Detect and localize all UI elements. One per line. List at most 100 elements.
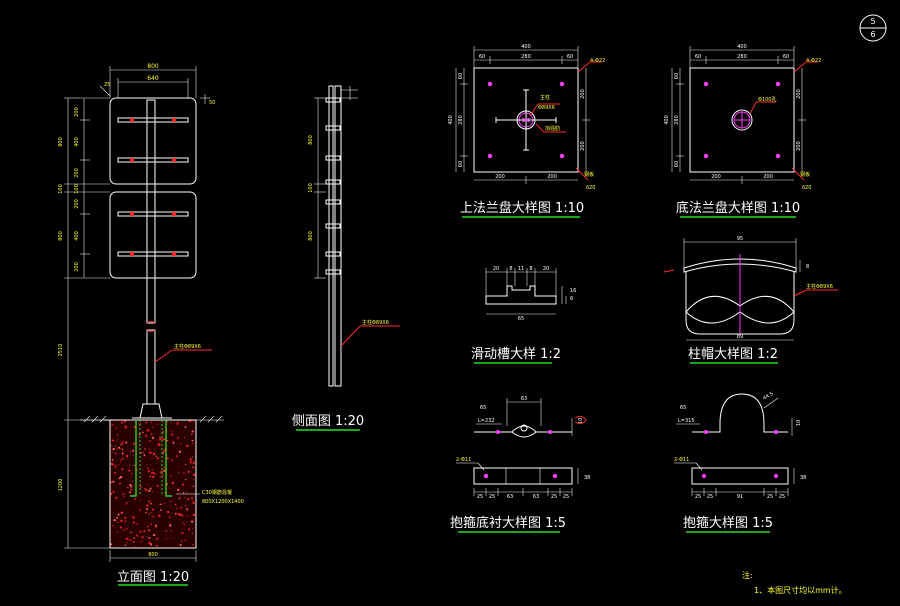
notes-heading: 注: (742, 570, 753, 580)
bf-dim-top-280: 280 (737, 54, 747, 60)
tf-dim-top-60b: 60 (567, 54, 573, 60)
hoop-plate-detail-view: 65 L=232 63 10 2-Φ11 38 25 25 63 (450, 396, 590, 533)
bf-dim-top-60a: 60 (695, 54, 701, 60)
dim-left-200-d: 200 (74, 262, 80, 272)
dim-left-100: 100 (74, 184, 80, 194)
bf-dim-top-60b: 60 (783, 54, 789, 60)
hp-dim-65: 65 (480, 405, 486, 411)
hoop-dim-right2: 10 (796, 420, 802, 426)
elevation-view: 800 640 25 50 (58, 63, 244, 586)
bf-dim-400-left: 400 (664, 115, 670, 125)
tf-dim-400-left: 400 (448, 115, 454, 125)
sheet-number-top: 5 (870, 17, 875, 26)
hp-holes: 2-Φ11 (456, 457, 471, 463)
bf-dim-right-200b: 200 (796, 141, 802, 151)
hoop-dim-65: 65 (680, 405, 686, 411)
side-pipe-label: 主柱Φ89X6 (362, 319, 389, 326)
bf-hole-label: 4-Φ22 (806, 58, 821, 64)
hoop-dim-b3: 91 (737, 494, 743, 500)
tf-dim-400: 400 (521, 44, 531, 50)
tf-dim-bottom-200b: 200 (547, 174, 557, 180)
concrete-speckle (110, 420, 196, 548)
dim-25: 25 (104, 82, 110, 88)
bottom-flange-view: 400 60 280 60 400 60 280 60 200 200 200 … (664, 44, 821, 218)
hp-dim-b2: 25 (489, 494, 495, 500)
slot-dim-11: 11 (518, 266, 524, 272)
cap-top (683, 258, 797, 273)
hoop-dim-b5: 25 (779, 494, 785, 500)
sheet-number: 5 6 (859, 14, 887, 42)
hp-dim-b4: 63 (533, 494, 539, 500)
slot-dim-16: 16 (570, 288, 576, 294)
bf-dim-400: 400 (737, 44, 747, 50)
title-hoop-plate: 抱箍底衬大样图 1:5 (450, 515, 566, 531)
bf-dim-bottom-200a: 200 (711, 174, 721, 180)
dim-outer-800-b: 800 (58, 231, 64, 241)
title-cap: 柱帽大样图 1:2 (688, 346, 778, 362)
hp-dim-b6: 25 (563, 494, 569, 500)
tf-dim-top-280: 280 (521, 54, 531, 60)
cap-detail-view: 95 8 主柱Φ89X6 89 柱帽大样图 1:2 (663, 236, 838, 364)
hp-dim-b1: 25 (477, 494, 483, 500)
hp-dim-right: 38 (584, 475, 590, 481)
bf-dim-left-60a: 60 (674, 73, 680, 79)
tf-plate-label: 钢板 (584, 171, 594, 178)
foundation-label-2: 800X1200X1400 (202, 499, 244, 505)
slot-dim-20a: 20 (493, 266, 499, 272)
tf-dim-top-60a: 60 (479, 54, 485, 60)
dim-left-400-b: 400 (74, 231, 80, 241)
bf-dim-bottom-200b: 200 (763, 174, 773, 180)
title-hoop: 抱箍大样图 1:5 (683, 515, 773, 531)
hoop-r-label: 44.5 (762, 391, 775, 402)
title-top-flange: 上法兰盘大样图 1:10 (460, 200, 584, 216)
tf-dim-bottom-200a: 200 (495, 174, 505, 180)
side-view: 800 100 800 主柱Φ89X6 侧面图 1:20 (292, 85, 400, 431)
hp-length: L=232 (478, 418, 495, 424)
title-bottom-flange: 底法兰盘大样图 1:10 (676, 200, 800, 216)
cap-dim-95: 95 (737, 236, 743, 242)
cap-dim-89: 89 (737, 334, 743, 340)
bf-plate-label: 钢板 (800, 171, 810, 178)
dim-left-200-b: 200 (74, 168, 80, 178)
hoop-detail-view: 65 L=315 44.5 10 2-Φ11 38 25 25 91 25 25… (674, 391, 806, 533)
tf-pipe-label-2: Φ89X6 (538, 105, 555, 111)
slot-dim-8a: 8 (509, 266, 512, 272)
dim-left-200-a: 200 (74, 107, 80, 117)
hoop-length: L=315 (678, 418, 695, 424)
side-dim-800-b: 800 (308, 231, 314, 241)
dim-800-bottom: 800 (148, 552, 158, 558)
cap-dim-8: 8 (806, 264, 809, 270)
tf-dim-right-200a: 200 (580, 89, 586, 99)
bf-dim-right-200a: 200 (796, 89, 802, 99)
slot-dim-65: 65 (518, 316, 524, 322)
bf-thk-label: δ20 (802, 185, 811, 191)
sign-panel-upper (109, 97, 197, 185)
cap-pipe-label: 主柱Φ89X6 (806, 283, 833, 290)
dim-outer-800-a: 800 (58, 137, 64, 147)
hp-plate (473, 467, 573, 485)
tf-thk-label: δ20 (586, 185, 595, 191)
slot-dim-20b: 20 (543, 266, 549, 272)
dim-1200: 1200 (58, 479, 64, 492)
slot-detail-view: 20 8 11 8 20 65 6 16 滑动槽大样 1:2 (471, 266, 576, 364)
hp-dim-b3: 63 (507, 494, 513, 500)
hp-dim-right2: 10 (578, 418, 584, 424)
bf-dim-left-280: 280 (674, 115, 680, 125)
title-elevation: 立面图 1:20 (117, 570, 189, 585)
notes-line-1: 1、本图尺寸均以mm计。 (754, 585, 847, 595)
tf-dim-left-60b: 60 (458, 161, 464, 167)
tf-dim-left-280: 280 (458, 115, 464, 125)
dim-640: 640 (147, 75, 159, 82)
sign-panel-lower (109, 191, 197, 279)
dim-800-top: 800 (147, 63, 159, 70)
notes: 注: 1、本图尺寸均以mm计。 (742, 570, 847, 595)
dim-2510: 2510 (58, 344, 64, 357)
tf-dim-right-200b: 200 (580, 141, 586, 151)
slot-profile (485, 285, 557, 305)
tf-pipe-label-1: 主柱 (540, 94, 550, 101)
title-slot: 滑动槽大样 1:2 (471, 347, 561, 362)
dim-outer-100: 100 (58, 184, 64, 194)
foundation-label-1: C30钢筋混凝 (202, 489, 232, 496)
hoop-dim-b1: 25 (695, 494, 701, 500)
tf-hole-label: 4-Φ22 (590, 58, 605, 64)
